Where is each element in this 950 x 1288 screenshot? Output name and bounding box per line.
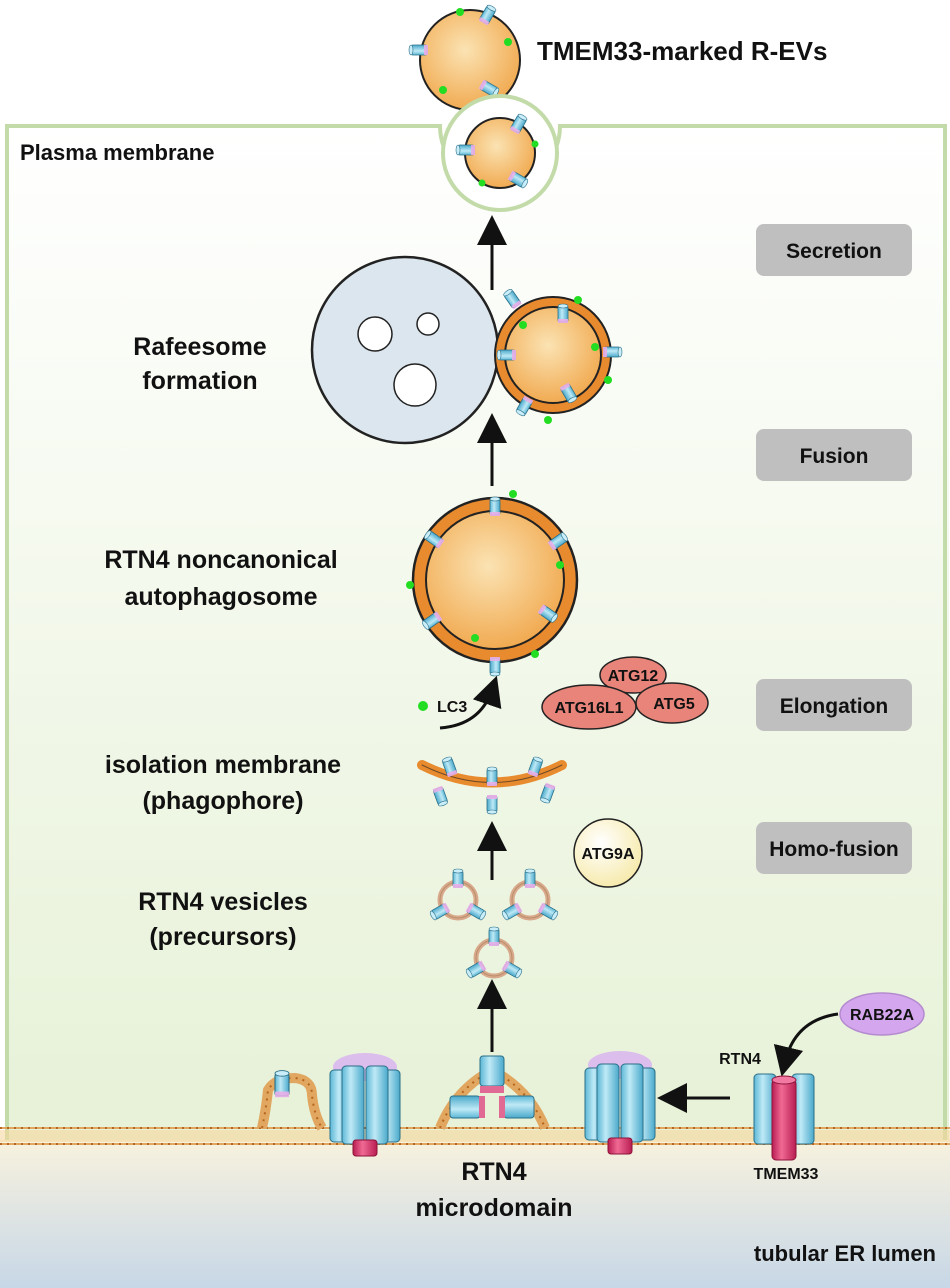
stage-homo-fusion: Homo-fusion: [756, 822, 912, 874]
svg-text:Fusion: Fusion: [800, 445, 869, 468]
lysosome: [310, 255, 500, 445]
plasma-membrane-label: Plasma membrane: [20, 140, 214, 165]
svg-text:RAB22A: RAB22A: [850, 1007, 914, 1024]
lc3-arrow: [439, 675, 502, 730]
autophagosome: [406, 490, 579, 677]
rafeesome-label-1: Rafeesome: [133, 333, 266, 361]
rtn4-complex-right: [584, 1051, 656, 1155]
fusing-autophagosome: [494, 287, 623, 424]
microdomain-label-2: microdomain: [416, 1194, 573, 1222]
atg-complex: ATG12 ATG16L1 ATG5: [541, 656, 709, 730]
secreted-r-ev: [408, 3, 521, 111]
rtn4-tmem33-pair: [753, 1073, 815, 1161]
phagophore-label-2: (phagophore): [142, 787, 303, 815]
tmem33-label: TMEM33: [754, 1166, 819, 1183]
atg5-label: ATG5: [653, 696, 695, 713]
phagophore-label-1: isolation membrane: [105, 751, 341, 779]
rtn4-label: RTN4: [719, 1051, 761, 1068]
vesicles-label-2: (precursors): [149, 923, 296, 951]
svg-text:Homo-fusion: Homo-fusion: [769, 838, 898, 861]
phagophore: [417, 755, 567, 815]
rab22a-arrow: [773, 1012, 839, 1077]
svg-text:ATG9A: ATG9A: [581, 846, 634, 863]
autophagosome-label-2: autophagosome: [124, 583, 317, 611]
stage-fusion: Fusion: [756, 429, 912, 481]
atg16l1-label: ATG16L1: [554, 700, 623, 717]
stage-elongation: Elongation: [756, 679, 912, 731]
er-lumen: [0, 1140, 950, 1288]
lc3-dot: [418, 701, 428, 711]
stage-secretion: Secretion: [756, 224, 912, 276]
atg9a: ATG9A: [573, 818, 643, 888]
lc3-label: LC3: [437, 699, 467, 716]
title-label: TMEM33-marked R-EVs: [537, 36, 827, 66]
atg12-label: ATG12: [608, 668, 658, 685]
docking-vesicle: [441, 94, 559, 212]
budding-tubule-left: [257, 1069, 327, 1131]
autophagosome-label-1: RTN4 noncanonical: [104, 546, 337, 574]
rab22a: RAB22A: [839, 992, 925, 1036]
rtn4-complex-left: [329, 1053, 401, 1157]
microdomain-label-1: RTN4: [461, 1158, 526, 1186]
svg-text:Secretion: Secretion: [786, 240, 882, 263]
rtn4-microdomain: [435, 1055, 550, 1130]
er-lumen-label: tubular ER lumen: [754, 1241, 936, 1266]
vesicles-label-1: RTN4 vesicles: [138, 888, 308, 916]
rafeesome-label-2: formation: [142, 367, 257, 395]
svg-text:Elongation: Elongation: [780, 695, 889, 718]
